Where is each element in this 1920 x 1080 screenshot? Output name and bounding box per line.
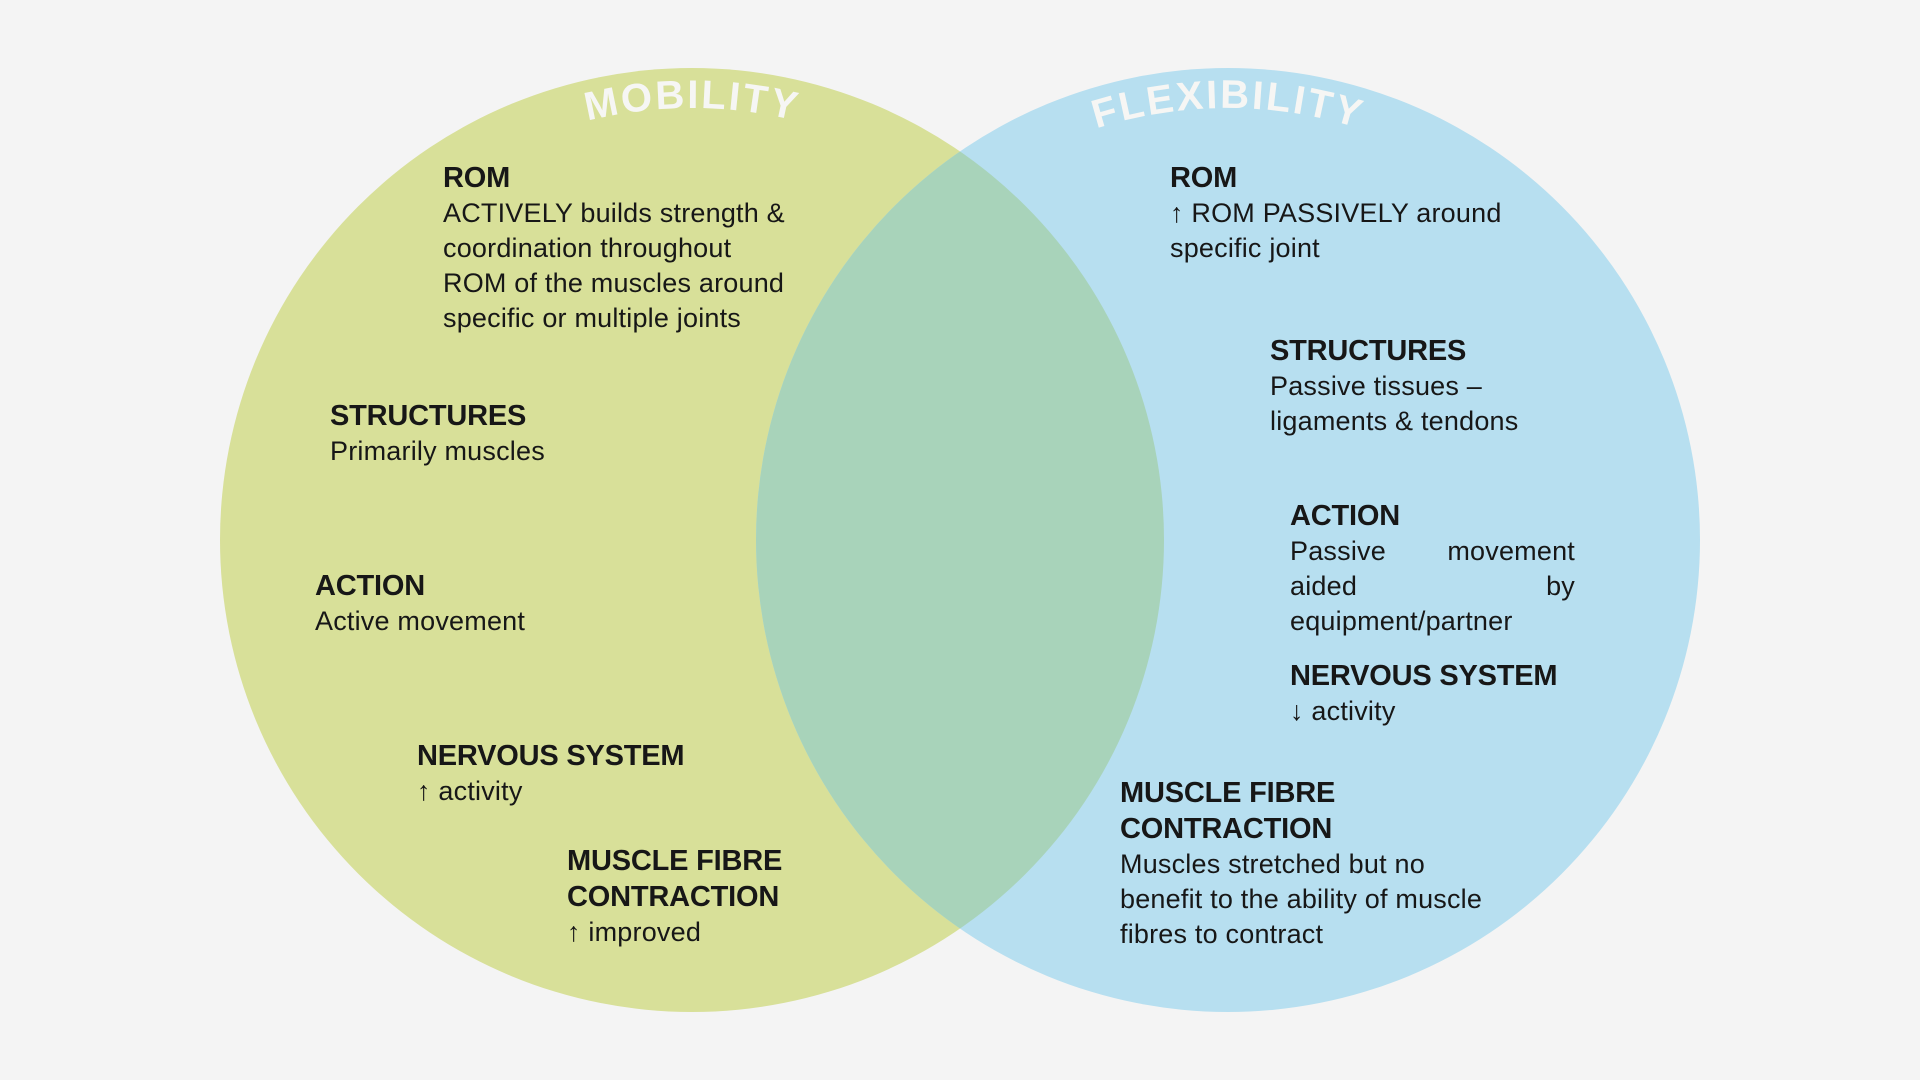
section-body: Muscles stretched but no benefit to the … [1120,849,1483,949]
section-body: ↑ ROM PASSIVELY around specific joint [1170,198,1502,263]
section-heading: STRUCTURES [330,400,527,432]
mobility-section-action: ACTION Active movement [315,568,695,639]
section-body: Active movement [315,606,526,636]
section-heading: STRUCTURES [1270,335,1467,367]
section-body: Passive tissues – ligaments & tendons [1270,371,1519,436]
flexibility-section-muscle-fibre-contraction: MUSCLE FIBRE CONTRACTION Muscles stretch… [1120,775,1530,952]
mobility-section-rom: ROM ACTIVELY builds strength & coordinat… [443,160,823,336]
section-body: Primarily muscles [330,436,545,466]
flexibility-section-nervous-system: NERVOUS SYSTEM ↓ activity [1290,658,1650,729]
section-heading: ACTION [1290,500,1400,532]
section-body: ↓ activity [1290,696,1396,726]
section-body: ↑ activity [417,776,523,806]
section-heading: MUSCLE FIBRE CONTRACTION [567,845,783,913]
section-body: ↑ improved [567,917,702,947]
section-heading: ACTION [315,570,425,602]
section-heading: ROM [443,162,511,194]
section-body: ACTIVELY builds strength & coordination … [443,198,785,333]
overlap-region [756,68,1164,1012]
section-body: Passive movement aided by equipment/part… [1290,536,1575,636]
mobility-section-structures: STRUCTURES Primarily muscles [330,398,710,469]
section-heading: NERVOUS SYSTEM [1290,660,1558,692]
flexibility-section-rom: ROM ↑ ROM PASSIVELY around specific join… [1170,160,1530,266]
flexibility-section-structures: STRUCTURES Passive tissues – ligaments &… [1270,333,1630,439]
section-heading: NERVOUS SYSTEM [417,740,685,772]
mobility-section-nervous-system: NERVOUS SYSTEM ↑ activity [417,738,797,809]
flexibility-section-action: ACTION Passive movement aided by equipme… [1290,498,1575,639]
section-heading: ROM [1170,162,1238,194]
mobility-section-muscle-fibre-contraction: MUSCLE FIBRE CONTRACTION ↑ improved [567,843,847,950]
section-heading: MUSCLE FIBRE CONTRACTION [1120,777,1336,845]
